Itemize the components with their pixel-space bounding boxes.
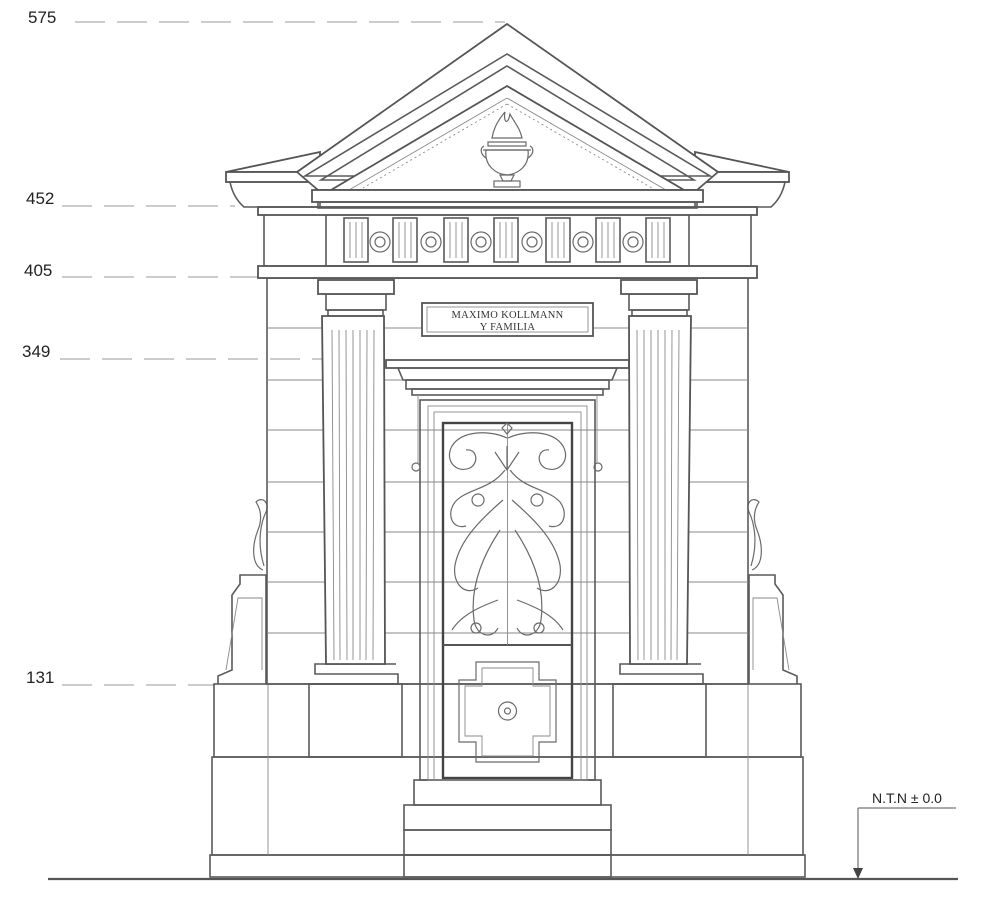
level-label-452: 452 xyxy=(26,189,54,208)
level-label-131: 131 xyxy=(26,668,54,687)
level-405: 405 xyxy=(24,261,265,280)
left-scroll-ornament xyxy=(253,499,268,571)
left-column xyxy=(308,279,403,758)
urn-flame-icon xyxy=(480,111,534,188)
level-452: 452 xyxy=(26,189,235,208)
left-side-pedestal xyxy=(217,499,268,684)
gate-lower-panel xyxy=(458,661,557,763)
entablature xyxy=(257,206,758,279)
plaque-line-2: Y FAMILIA xyxy=(480,322,536,333)
right-column xyxy=(612,279,707,758)
plaque-line-1: MAXIMO KOLLMANN xyxy=(451,310,563,321)
level-label-575: 575 xyxy=(28,8,56,27)
ntn-label: N.T.N ± 0.0 xyxy=(872,790,942,806)
right-side-pedestal xyxy=(747,499,798,684)
gate-scrollwork xyxy=(448,422,567,636)
level-575: 575 xyxy=(28,8,505,27)
frieze-rosettes xyxy=(369,231,644,253)
name-plaque: MAXIMO KOLLMANN Y FAMILIA xyxy=(421,302,594,337)
door-frame xyxy=(385,359,630,781)
level-label-349: 349 xyxy=(22,342,50,361)
frieze-triglyphs xyxy=(343,217,671,263)
iron-gate xyxy=(441,421,574,780)
right-scroll-ornament xyxy=(747,499,762,571)
entrance-steps xyxy=(403,779,612,878)
ntn-marker: N.T.N ± 0.0 xyxy=(853,790,956,879)
ntn-arrow-icon xyxy=(853,868,863,879)
level-label-405: 405 xyxy=(24,261,52,280)
pediment xyxy=(295,22,720,209)
level-131: 131 xyxy=(26,668,215,687)
rosette-icon xyxy=(497,701,518,721)
